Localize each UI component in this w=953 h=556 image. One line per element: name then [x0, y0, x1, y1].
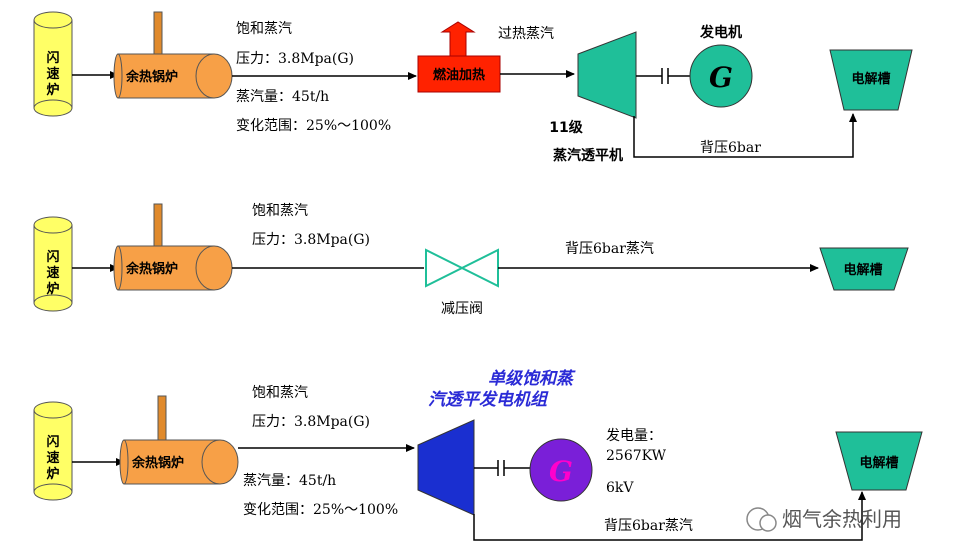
- flash-furnace-2: 闪 速 炉: [33, 216, 73, 312]
- boiler-1: 余热锅炉: [113, 11, 233, 99]
- electrolyzer-2: [819, 247, 909, 291]
- electrolyzer-1: [829, 49, 913, 111]
- watermark: 烟气余热利用: [746, 507, 902, 532]
- output-label: 发电量：: [606, 428, 662, 444]
- boiler-3: 余热锅炉: [119, 395, 239, 485]
- boiler-label-1: 余热锅炉: [125, 69, 178, 85]
- wechat-icon-inner: [759, 514, 777, 532]
- flash-furnace-1: 闪 速 炉: [33, 11, 73, 117]
- pressure-3: 压力：3.8Mpa(G): [252, 414, 370, 430]
- back-pressure-3: 背压6bar蒸汽: [604, 518, 693, 534]
- flash-furnace-label-3a: 闪: [46, 435, 59, 450]
- output-value: 2567KW: [606, 448, 667, 464]
- boiler-2: 余热锅炉: [113, 203, 233, 291]
- pressure-reducing-valve-left: [425, 248, 465, 288]
- electrolyzer-label-3: 电解槽: [859, 455, 898, 471]
- flash-furnace-label-1a: 闪: [46, 51, 59, 66]
- turbine-name: 蒸汽透平机: [553, 147, 623, 164]
- unit-title-line2: 汽透平发电机组: [428, 390, 549, 410]
- pipe-back-pressure-1: [633, 113, 857, 158]
- generator-3: [529, 438, 593, 502]
- flash-furnace-label-3b: 速: [46, 450, 59, 466]
- turbine-11-stage: [577, 31, 637, 119]
- row-2: 闪 速 炉 余热锅炉 饱和蒸汽 压力：3.8Mpa(G) 减压阀 背压6bar蒸…: [33, 203, 909, 317]
- electrolyzer-label-1: 电解槽: [851, 71, 890, 87]
- superheated-label: 过热蒸汽: [498, 26, 554, 42]
- flash-furnace-label-2a: 闪: [46, 250, 59, 265]
- generator-title-1: 发电机: [699, 24, 742, 41]
- flash-furnace-label-2b: 速: [46, 265, 59, 281]
- heater-label: 燃油加热: [433, 67, 485, 83]
- steam-type-3: 饱和蒸汽: [252, 385, 308, 401]
- generator-symbol-3: G: [549, 455, 573, 488]
- steam-amount-3: 蒸汽量：45t/h: [243, 473, 336, 489]
- flash-furnace-label-3c: 炉: [46, 466, 59, 482]
- watermark-text: 烟气余热利用: [782, 507, 902, 531]
- row-1: 闪 速 炉 余热锅炉 饱和蒸汽 压力：3.8Mpa(G) 蒸汽量：45t/h 变…: [33, 11, 913, 164]
- boiler-label-2: 余热锅炉: [125, 261, 178, 277]
- electrolyzer-label-2: 电解槽: [843, 262, 882, 278]
- valve-label: 减压阀: [441, 301, 483, 317]
- flash-furnace-3: 闪 速 炉: [33, 401, 73, 501]
- steam-type-2: 饱和蒸汽: [252, 203, 308, 219]
- back-pressure-1: 背压6bar: [700, 140, 761, 156]
- pressure-2: 压力：3.8Mpa(G): [252, 232, 370, 248]
- generator-1: [689, 44, 753, 108]
- row-3: 闪 速 炉 余热锅炉 饱和蒸汽 压力：3.8Mpa(G) 蒸汽量：45t/h 变…: [33, 369, 923, 541]
- range-1: 变化范围：25%～100%: [236, 117, 391, 134]
- pressure-1: 压力：3.8Mpa(G): [236, 51, 354, 67]
- flash-furnace-label-2c: 炉: [46, 281, 59, 297]
- unit-title-line1: 单级饱和蒸: [488, 369, 576, 389]
- range-3: 变化范围：25%～100%: [243, 501, 398, 518]
- pipe-back-pressure-3: [473, 491, 866, 541]
- turbine-single-stage: [417, 419, 475, 516]
- flash-furnace-label-1b: 速: [46, 66, 59, 82]
- voltage-label: 6kV: [606, 480, 634, 496]
- steam-type-1: 饱和蒸汽: [236, 21, 292, 37]
- oil-heater: 燃油加热: [417, 21, 501, 93]
- boiler-label-3: 余热锅炉: [131, 455, 184, 471]
- electrolyzer-3: [835, 431, 923, 491]
- steam-amount-1: 蒸汽量：45t/h: [236, 89, 329, 105]
- generator-symbol-1: G: [709, 61, 733, 94]
- flash-furnace-label-1c: 炉: [46, 82, 59, 98]
- back-pressure-2: 背压6bar蒸汽: [565, 241, 654, 257]
- pressure-reducing-valve-right: [459, 248, 499, 288]
- turbine-stages: 11级: [549, 119, 583, 136]
